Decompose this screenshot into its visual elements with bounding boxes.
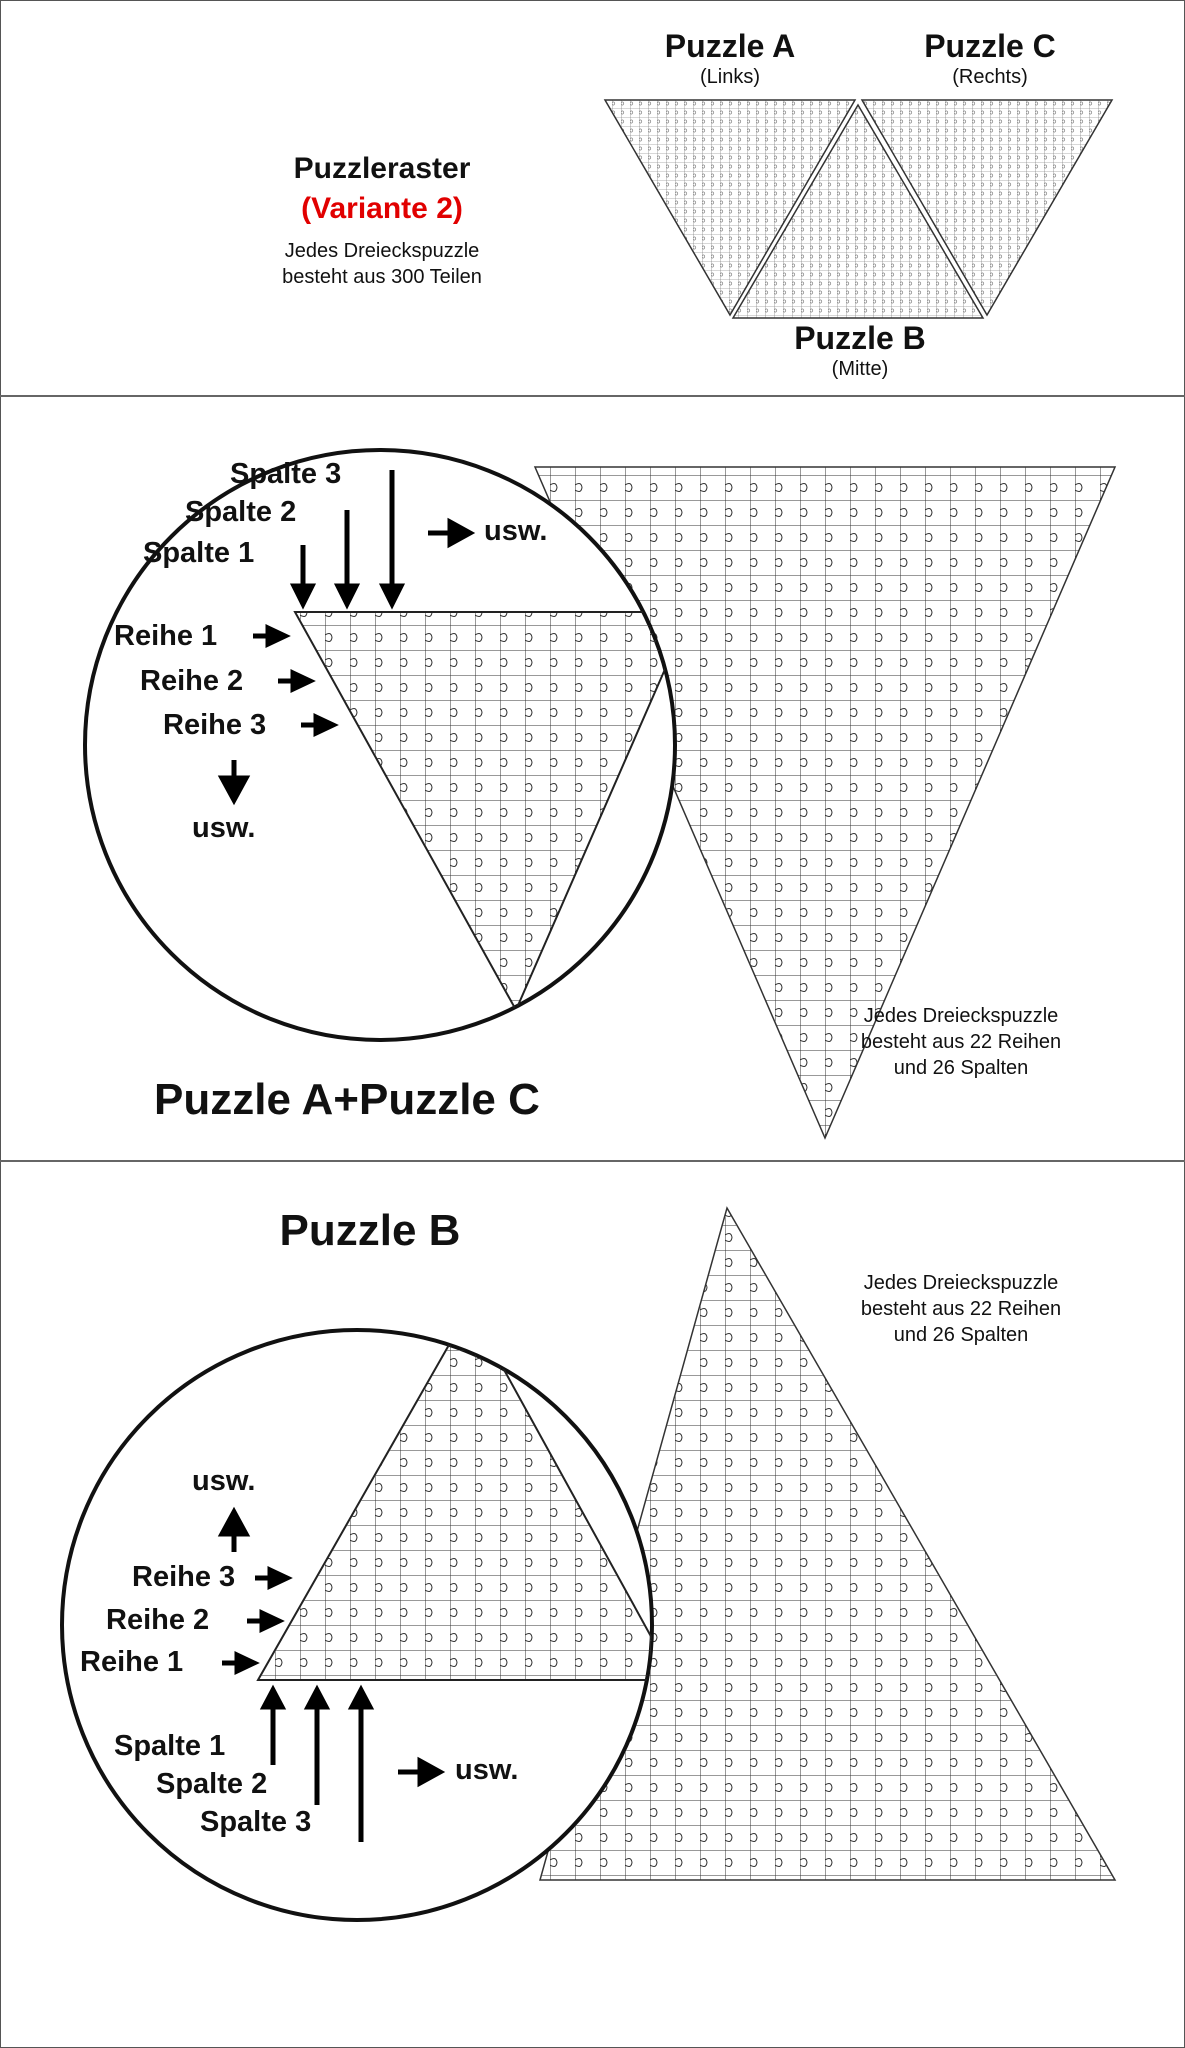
arrow-right-icon [253,624,291,648]
column-3-label-b: Spalte 3 [200,1806,312,1838]
section-ac-info-line2: besteht aus 22 Reihen [860,1031,1062,1053]
arrow-down-icon [289,545,317,610]
section-b-info-line2: besteht aus 22 Reihen [860,1298,1062,1320]
puzzle-a-label: Puzzle A [664,28,796,64]
section-b-info-line3: und 26 Spalten [893,1324,1029,1346]
section-ac-info-line3: und 26 Spalten [893,1057,1029,1079]
column-arrows-ac [217,470,476,806]
section-divider-middle [0,1160,1185,1162]
puzzle-a-position: (Links) [699,66,761,88]
section-b-info-line1: Jedes Dreieckspuzzle [863,1272,1059,1294]
magnifier-circle-b-icon [60,1328,654,1922]
column-3-label: Spalte 3 [230,458,342,490]
section-divider-top [0,395,1185,397]
row-2-label-b: Reihe 2 [106,1604,210,1636]
column-2-label-b: Spalte 2 [156,1768,268,1800]
etc-right-label-b: usw. [455,1754,519,1786]
overview-puzzle-c-triangle [860,99,1114,317]
arrow-right-icon [222,1651,260,1675]
puzzle-c-position: (Rechts) [952,66,1028,88]
row-1-label: Reihe 1 [114,620,218,652]
arrow-right-icon [255,1566,293,1590]
overview-puzzle-a-triangle [603,99,857,317]
arrow-down-icon [217,760,251,806]
puzzle-b-position: (Mitte) [831,358,889,380]
section-ac-caption: Puzzle A+Puzzle C [154,1075,540,1124]
arrow-right-icon [247,1609,285,1633]
arrow-up-icon [259,1684,287,1765]
overview-description-line2: besteht aus 300 Teilen [282,266,482,288]
arrow-down-icon [378,470,406,610]
section-b-caption: Puzzle B [279,1206,461,1255]
puzzle-c-label: Puzzle C [924,28,1056,64]
row-3-label-b: Reihe 3 [132,1561,236,1593]
etc-down-label: usw. [192,812,256,844]
magnifier-circle-icon [83,448,677,1042]
column-1-label: Spalte 1 [143,537,255,569]
overview-title: Puzzleraster [293,152,471,185]
section-ac-info-line1: Jedes Dreieckspuzzle [863,1005,1059,1027]
arrow-up-icon [347,1684,375,1842]
overview-description-line1: Jedes Dreieckspuzzle [284,240,480,262]
overview-variant: (Variante 2) [301,192,463,225]
arrow-right-icon [398,1756,446,1788]
column-1-label-b: Spalte 1 [114,1730,226,1762]
row-3-label: Reihe 3 [163,709,267,741]
row-2-label: Reihe 2 [140,665,244,697]
etc-right-label: usw. [484,515,548,547]
column-arrows-b [217,1506,446,1842]
arrow-right-icon [428,517,476,549]
row-1-label-b: Reihe 1 [80,1646,184,1678]
arrow-right-icon [278,669,316,693]
column-2-label: Spalte 2 [185,496,297,528]
etc-up-label: usw. [192,1465,256,1497]
arrow-down-icon [333,510,361,610]
arrow-right-icon [301,713,339,737]
puzzle-ac-triangle [533,466,1117,1140]
arrow-up-icon [217,1506,251,1552]
arrow-up-icon [303,1684,331,1805]
puzzle-b-label: Puzzle B [794,320,926,356]
overview-puzzle-b-triangle [731,103,985,319]
